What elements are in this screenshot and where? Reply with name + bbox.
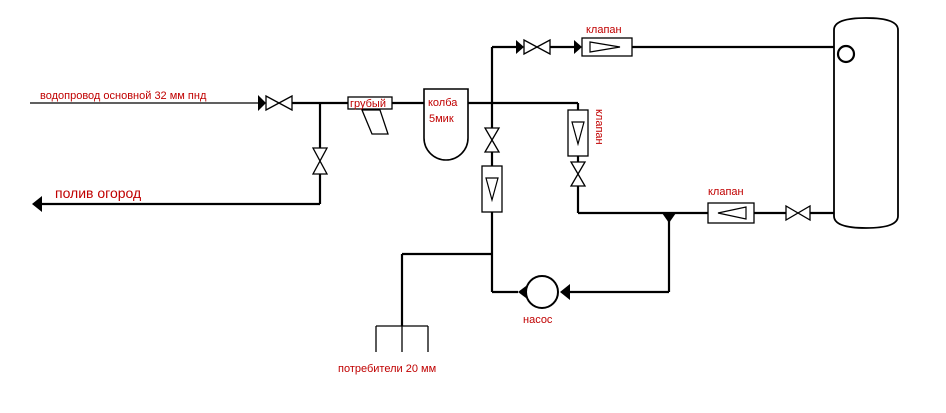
flask-label-line2: 5мик xyxy=(429,113,454,125)
pump-outlet-arrow xyxy=(518,286,526,298)
flask-label-line1: колба xyxy=(428,97,458,109)
gate-valve-bottom xyxy=(785,204,811,222)
storage-tank xyxy=(833,17,899,229)
valve-box-top xyxy=(581,37,633,57)
gate-valve-riser xyxy=(483,127,501,153)
coarse-filter-label: грубый xyxy=(350,98,386,110)
consumers-label: потребители 20 мм xyxy=(338,363,436,375)
valve-box-bottom xyxy=(707,202,755,224)
gate-valve-side xyxy=(569,161,587,187)
main-supply-label: водопровод основной 32 мм пнд xyxy=(40,90,207,102)
valve-box-riser xyxy=(481,165,503,213)
pump-inlet-arrow xyxy=(560,284,570,300)
gate-valve-garden xyxy=(311,147,329,175)
valve-side-label: клапан xyxy=(593,109,605,145)
flask-filter xyxy=(423,88,469,161)
garden-outlet-arrow xyxy=(32,196,42,212)
garden-label: полив огород xyxy=(55,185,141,201)
pump-icon xyxy=(525,275,559,309)
valve-box-side xyxy=(567,109,589,157)
tank-inlet-icon xyxy=(836,44,856,64)
gate-valve-main xyxy=(265,94,293,112)
gate-valve-top xyxy=(523,38,551,56)
check-valve-arrow-top-2 xyxy=(574,40,582,54)
valve-bottom-label: клапан xyxy=(708,186,744,198)
check-valve-arrow-top xyxy=(516,40,524,54)
coarse-filter xyxy=(347,96,393,135)
pump-label: насос xyxy=(523,314,553,326)
check-valve-arrow-main xyxy=(258,95,266,111)
valve-top-label: клапан xyxy=(586,24,622,36)
consumer-manifold xyxy=(375,325,429,352)
